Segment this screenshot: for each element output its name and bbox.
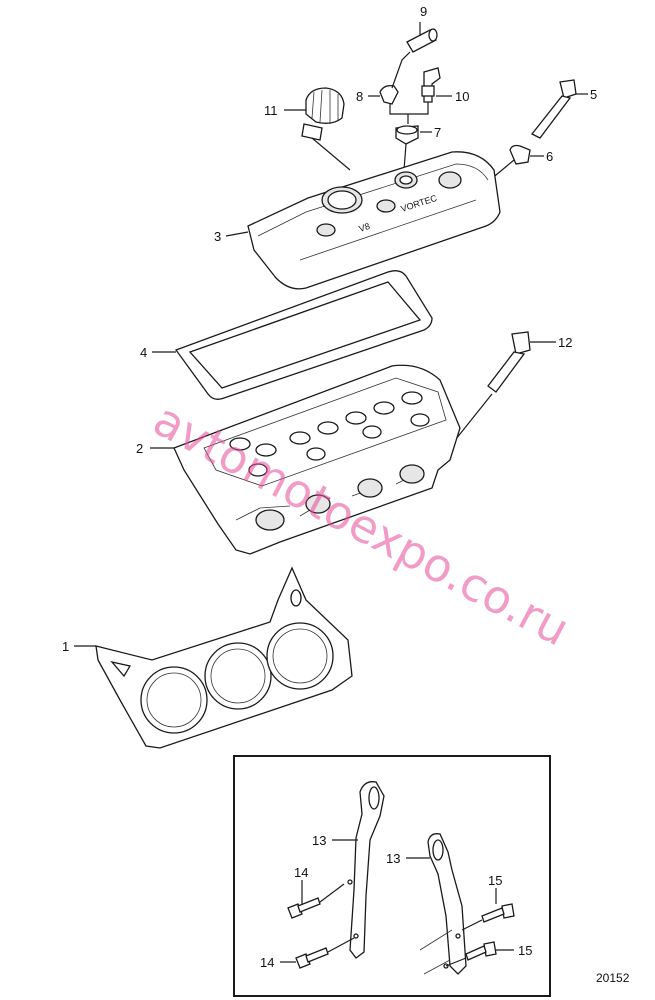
part-7-grommet [395, 125, 432, 171]
callout-10: 10 [455, 89, 469, 104]
part-4-valve-cover-gasket [152, 270, 433, 400]
part-15-bolt-upper [461, 888, 515, 931]
part-14-bolt-lower [280, 937, 355, 969]
callout-8: 8 [356, 89, 363, 104]
part-14-bolt-upper [287, 880, 345, 919]
callout-15-lower: 15 [518, 943, 532, 958]
callout-14-upper: 14 [294, 865, 308, 880]
cover-engine-text: V8 [358, 221, 372, 234]
brackets-inset [233, 755, 551, 997]
part-8-elbow-fitting [368, 51, 411, 105]
callout-2: 2 [136, 441, 143, 456]
part-6-grommet [489, 144, 544, 181]
callout-11: 11 [264, 103, 278, 118]
figure-number: 20152 [596, 971, 630, 985]
part-12-bolt [451, 331, 556, 445]
callout-9: 9 [420, 4, 427, 19]
part-10-connector [389, 67, 452, 124]
callout-5: 5 [590, 87, 597, 102]
callout-3: 3 [214, 229, 221, 244]
callout-6: 6 [546, 149, 553, 164]
part-2-cylinder-head [150, 364, 461, 555]
part-3-valve-cover [225, 151, 501, 290]
callout-14-lower: 14 [260, 955, 274, 970]
callout-13-right: 13 [386, 851, 400, 866]
part-9-hose [406, 22, 438, 53]
callout-labels: 9 8 10 5 11 7 6 3 12 4 2 1 13 13 14 14 1… [62, 4, 597, 970]
callout-7: 7 [434, 125, 441, 140]
callout-13-left: 13 [312, 833, 326, 848]
callout-1: 1 [62, 639, 69, 654]
part-15-bolt-lower [445, 941, 514, 967]
callout-4: 4 [140, 345, 147, 360]
part-13-bracket-left [332, 781, 385, 959]
part-1-head-gasket [74, 566, 353, 749]
part-5-bolt [530, 79, 588, 139]
callout-12: 12 [558, 335, 572, 350]
callout-15-upper: 15 [488, 873, 502, 888]
part-11-oil-cap [284, 87, 351, 171]
part-13-bracket-right [406, 833, 467, 975]
